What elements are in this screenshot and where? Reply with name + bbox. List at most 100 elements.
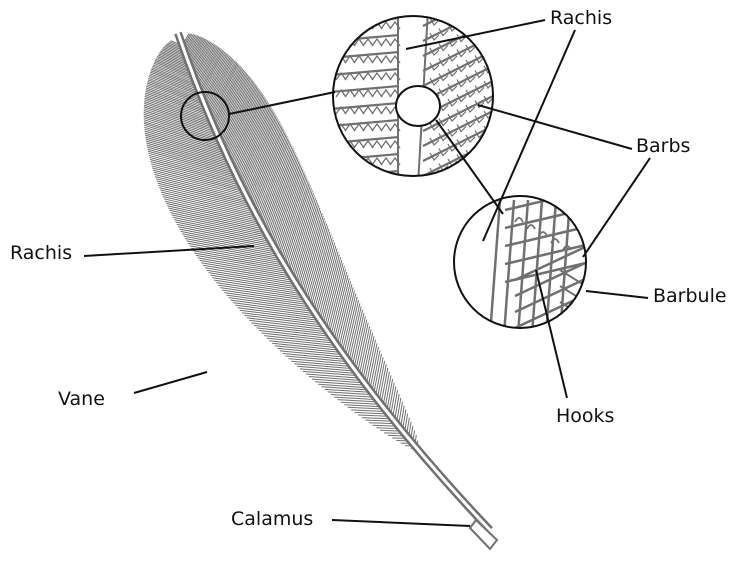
leader-barbs — [478, 105, 632, 149]
label-barbule: Barbule — [653, 287, 727, 306]
zoom-barbule-right — [439, 14, 448, 21]
barb-left — [359, 326, 370, 376]
barb-left — [340, 291, 354, 351]
zoom-barbule-left — [372, 56, 382, 63]
zoom-barbule-right — [457, 170, 466, 177]
barb-right — [309, 377, 363, 381]
zoom-barbule-left — [354, 22, 364, 29]
zoom-barbule-left — [354, 90, 364, 97]
zoom-barbule-right — [484, 36, 493, 43]
zoom-barbule-left — [345, 22, 355, 29]
zoom-barbule-right — [457, 215, 466, 222]
zoom-barbule-right — [439, 194, 448, 201]
barb-right — [262, 333, 334, 341]
zoom-barbule-left — [336, 141, 346, 148]
zoom-barbule-left — [363, 56, 373, 63]
zoom-barbule-right — [448, 0, 457, 1]
zoom-barbule-right — [430, 243, 439, 250]
zoom-barbule-right — [475, 161, 484, 168]
zoom-barbule-right — [439, 239, 448, 246]
zoom-barbule-right — [475, 0, 484, 3]
zoom-barbule-left — [354, 56, 364, 63]
zoom-barbule-right — [484, 171, 493, 178]
zoom-barbule-left — [372, 141, 382, 148]
zoom-barbule-right — [439, 179, 448, 186]
barb-right — [259, 331, 332, 339]
zoom-barbule-left — [372, 175, 382, 182]
zoom-2-content — [490, 190, 600, 343]
zoom-barbule-left — [363, 141, 373, 148]
zoom-barbule-right — [430, 3, 439, 10]
zoom-barb-left — [330, 35, 399, 41]
barb-right — [303, 371, 359, 375]
zoom-barbule-right — [430, 213, 439, 220]
label-calamus: Calamus — [231, 510, 313, 529]
zoom-barbule-left — [336, 22, 346, 29]
zoom-barbule-left — [363, 124, 373, 131]
zoom2-barb-diagonal — [505, 190, 590, 210]
zoom-barbule-left — [336, 175, 346, 182]
zoom-barbule-left — [345, 158, 355, 165]
zoom-barbule-right — [457, 200, 466, 207]
zoom-circle-rachis-barbs — [330, 0, 495, 251]
label-vane: Vane — [58, 390, 105, 409]
zoom-barbule-right — [466, 0, 475, 7]
zoom-barbule-left — [363, 73, 373, 80]
barb-right — [175, 222, 271, 242]
zoom2-hook-line — [560, 302, 600, 327]
zoom-barbule-right — [484, 51, 493, 58]
label-rachis-zoom: Rachis — [550, 9, 612, 28]
zoom2-hook-line — [560, 318, 600, 343]
zoom-barbule-right — [484, 6, 493, 13]
zoom-barbule-right — [430, 228, 439, 235]
zoom-barbule-left — [381, 90, 391, 97]
zoom-barbule-left — [381, 107, 391, 114]
barb-right — [300, 369, 357, 374]
label-barbs: Barbs — [636, 137, 690, 156]
zoom-barb-right — [423, 215, 495, 251]
barb-left — [372, 350, 380, 392]
leader-barbs-2 — [583, 158, 650, 257]
barb-left — [266, 152, 295, 233]
zoom2-barb-diagonal — [505, 244, 590, 264]
zoom-barbule-left — [372, 90, 382, 97]
zoom-barbule-right — [439, 224, 448, 231]
zoom-barbule-right — [475, 26, 484, 33]
zoom2-hook — [527, 225, 535, 229]
zoom-barb-left — [330, 52, 399, 58]
detail-circle-barbs — [396, 86, 440, 126]
zoom-barbule-right — [448, 189, 457, 196]
zoom-barb-right — [423, 185, 495, 221]
zoom-barbule-left — [354, 124, 364, 131]
zoom-barbule-right — [448, 204, 457, 211]
zoom-barbule-left — [381, 56, 391, 63]
zoom-barbule-right — [466, 195, 475, 202]
zoom-barbule-left — [372, 107, 382, 114]
label-rachis-main: Rachis — [10, 244, 72, 263]
zoom-barbule-right — [475, 146, 484, 153]
zoom-circle-barbules-hooks — [454, 190, 600, 343]
zoom-barbule-right — [439, 0, 448, 6]
zoom-barbule-left — [363, 90, 373, 97]
zoom-barbule-right — [475, 191, 484, 198]
zoom-barbule-right — [448, 219, 457, 226]
leader-vane — [134, 372, 207, 393]
zoom-barbule-right — [448, 174, 457, 181]
leader-calamus — [332, 520, 470, 526]
zoom-barbule-left — [345, 175, 355, 182]
zoom-barbule-right — [430, 183, 439, 190]
zoom-barbule-right — [484, 141, 493, 148]
zoom-barbule-left — [336, 158, 346, 165]
zoom-barb-left — [330, 137, 399, 143]
zoom-barbule-left — [372, 73, 382, 80]
zoom-barbule-left — [381, 39, 391, 46]
zoom2-barb-lower — [515, 240, 600, 280]
zoom2-hook — [539, 232, 547, 236]
barb-left — [331, 272, 347, 336]
zoom-barbule-right — [430, 198, 439, 205]
zoom-barbule-left — [354, 73, 364, 80]
label-hooks: Hooks — [556, 407, 614, 426]
zoom-barbule-left — [381, 175, 391, 182]
zoom-barbule-right — [466, 180, 475, 187]
